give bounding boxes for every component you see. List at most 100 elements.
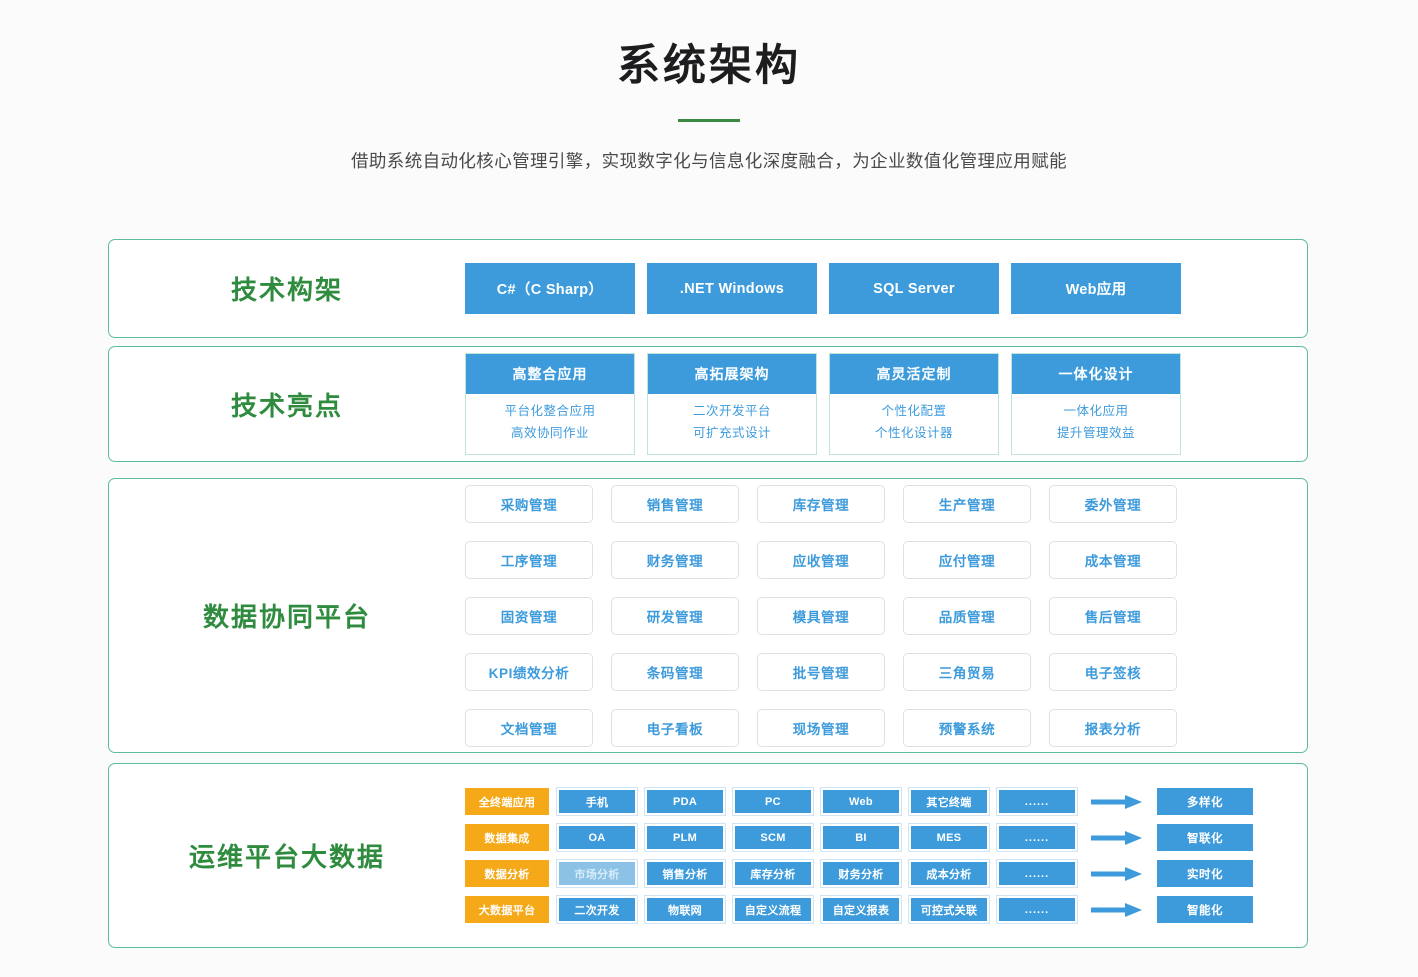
- section-bigdata-platform-label: 运维平台大数据: [188, 842, 385, 872]
- highlight-card-line: 高效协同作业: [510, 426, 589, 440]
- bigdata-cell[interactable]: ......: [996, 823, 1078, 852]
- bigdata-row-tag[interactable]: 数据分析: [465, 860, 549, 887]
- module-cell[interactable]: 报表分析: [1049, 708, 1177, 747]
- bigdata-cell[interactable]: 库存分析: [732, 859, 814, 888]
- highlight-card-title: 高灵活定制: [830, 354, 998, 395]
- bigdata-cell[interactable]: BI: [820, 823, 902, 852]
- bigdata-result[interactable]: 多样化: [1157, 788, 1253, 815]
- module-cell[interactable]: 固资管理: [465, 596, 593, 635]
- highlight-card-line: 二次开发平台: [692, 404, 771, 419]
- module-cell[interactable]: 应付管理: [903, 540, 1031, 579]
- module-cell[interactable]: 模具管理: [757, 596, 885, 635]
- bigdata-cell[interactable]: 自定义流程: [732, 895, 814, 924]
- bigdata-cell[interactable]: 成本分析: [908, 859, 990, 888]
- highlight-card-title: 高拓展架构: [648, 354, 816, 395]
- arrow-right-icon: [1091, 866, 1142, 881]
- module-cell[interactable]: 研发管理: [611, 596, 739, 635]
- bigdata-row-tag[interactable]: 大数据平台: [465, 896, 549, 923]
- highlight-card-line: 可扩充式设计: [692, 426, 771, 440]
- highlight-card-line: 提升管理效益: [1056, 426, 1135, 440]
- module-cell[interactable]: 电子签核: [1049, 652, 1177, 691]
- module-cell[interactable]: 应收管理: [757, 540, 885, 579]
- bigdata-cell[interactable]: Web: [820, 787, 902, 816]
- bigdata-cell[interactable]: PC: [732, 787, 814, 816]
- bigdata-cell[interactable]: 财务分析: [820, 859, 902, 888]
- module-cell[interactable]: 文档管理: [465, 708, 593, 747]
- module-cell[interactable]: 品质管理: [903, 596, 1031, 635]
- bigdata-result[interactable]: 实时化: [1157, 860, 1253, 887]
- bigdata-cell[interactable]: 销售分析: [644, 859, 726, 888]
- bigdata-cell[interactable]: ......: [996, 895, 1078, 924]
- tech-box[interactable]: C#（C Sharp）: [465, 263, 635, 314]
- highlight-card[interactable]: 高整合应用平台化整合应用高效协同作业: [465, 353, 635, 455]
- tech-box[interactable]: SQL Server: [829, 263, 999, 314]
- bigdata-result[interactable]: 智联化: [1157, 824, 1253, 851]
- bigdata-row: 数据分析市场分析销售分析库存分析财务分析成本分析...... 实时化: [465, 859, 1307, 888]
- module-cell[interactable]: 库存管理: [757, 484, 885, 523]
- bigdata-row-tag[interactable]: 数据集成: [465, 824, 549, 851]
- highlight-card-body: 一体化应用提升管理效益: [1012, 394, 1180, 454]
- bigdata-cell[interactable]: 手机: [556, 787, 638, 816]
- module-cell[interactable]: 财务管理: [611, 540, 739, 579]
- module-cell[interactable]: 现场管理: [757, 708, 885, 747]
- arrow-right-icon: [1091, 902, 1142, 917]
- module-cell[interactable]: 批号管理: [757, 652, 885, 691]
- bigdata-row-tag[interactable]: 全终端应用: [465, 788, 549, 815]
- highlight-card-line: 个性化配置: [881, 404, 947, 419]
- highlight-card-line: 一体化应用: [1063, 404, 1129, 419]
- arrow-right-icon: [1089, 788, 1145, 815]
- module-cell[interactable]: 预警系统: [903, 708, 1031, 747]
- bigdata-cell[interactable]: 自定义报表: [820, 895, 902, 924]
- bigdata-cell[interactable]: ......: [996, 859, 1078, 888]
- module-cell[interactable]: 三角贸易: [903, 652, 1031, 691]
- module-cell[interactable]: 条码管理: [611, 652, 739, 691]
- section-tech-highlights: 技术亮点 高整合应用平台化整合应用高效协同作业高拓展架构二次开发平台可扩充式设计…: [108, 346, 1308, 462]
- highlight-card-body: 二次开发平台可扩充式设计: [648, 394, 816, 454]
- bigdata-cell[interactable]: MES: [908, 823, 990, 852]
- bigdata-row: 大数据平台二次开发物联网自定义流程自定义报表可控式关联...... 智能化: [465, 895, 1307, 924]
- tech-box[interactable]: .NET Windows: [647, 263, 817, 314]
- bigdata-cell[interactable]: 市场分析: [556, 859, 638, 888]
- page-subtitle: 借助系统自动化核心管理引擎，实现数字化与信息化深度融合，为企业数值化管理应用赋能: [351, 151, 1067, 172]
- module-cell[interactable]: 委外管理: [1049, 484, 1177, 523]
- module-cell[interactable]: KPI绩效分析: [465, 652, 593, 691]
- tech-box[interactable]: Web应用: [1011, 263, 1181, 314]
- module-grid: 采购管理销售管理库存管理生产管理委外管理工序管理财务管理应收管理应付管理成本管理…: [465, 484, 1307, 747]
- arrow-right-icon: [1089, 896, 1145, 923]
- highlight-card[interactable]: 一体化设计一体化应用提升管理效益: [1011, 353, 1181, 455]
- highlight-card[interactable]: 高拓展架构二次开发平台可扩充式设计: [647, 353, 817, 455]
- module-cell[interactable]: 生产管理: [903, 484, 1031, 523]
- page-title: 系统架构: [617, 42, 801, 90]
- bigdata-cell[interactable]: SCM: [732, 823, 814, 852]
- bigdata-cell[interactable]: PLM: [644, 823, 726, 852]
- highlight-card-line: 个性化设计器: [874, 426, 953, 440]
- bigdata-cell[interactable]: 二次开发: [556, 895, 638, 924]
- module-cell[interactable]: 销售管理: [611, 484, 739, 523]
- bigdata-cell[interactable]: 其它终端: [908, 787, 990, 816]
- bigdata-cell[interactable]: 可控式关联: [908, 895, 990, 924]
- module-cell[interactable]: 成本管理: [1049, 540, 1177, 579]
- module-cell[interactable]: 售后管理: [1049, 596, 1177, 635]
- section-data-platform-label: 数据协同平台: [202, 602, 371, 632]
- highlight-card-title: 一体化设计: [1012, 354, 1180, 395]
- section-data-platform-body: 采购管理销售管理库存管理生产管理委外管理工序管理财务管理应收管理应付管理成本管理…: [465, 484, 1307, 747]
- module-cell[interactable]: 工序管理: [465, 540, 593, 579]
- module-cell[interactable]: 电子看板: [611, 708, 739, 747]
- bigdata-cell[interactable]: OA: [556, 823, 638, 852]
- bigdata-cell[interactable]: ......: [996, 787, 1078, 816]
- bigdata-result[interactable]: 智能化: [1157, 896, 1253, 923]
- section-tech-architecture-label: 技术构架: [230, 275, 343, 305]
- highlight-card-row: 高整合应用平台化整合应用高效协同作业高拓展架构二次开发平台可扩充式设计高灵活定制…: [465, 353, 1307, 455]
- title-divider: [678, 119, 740, 123]
- highlight-card[interactable]: 高灵活定制个性化配置个性化设计器: [829, 353, 999, 455]
- module-cell[interactable]: 采购管理: [465, 484, 593, 523]
- bigdata-cell[interactable]: 物联网: [644, 895, 726, 924]
- bigdata-cell[interactable]: PDA: [644, 787, 726, 816]
